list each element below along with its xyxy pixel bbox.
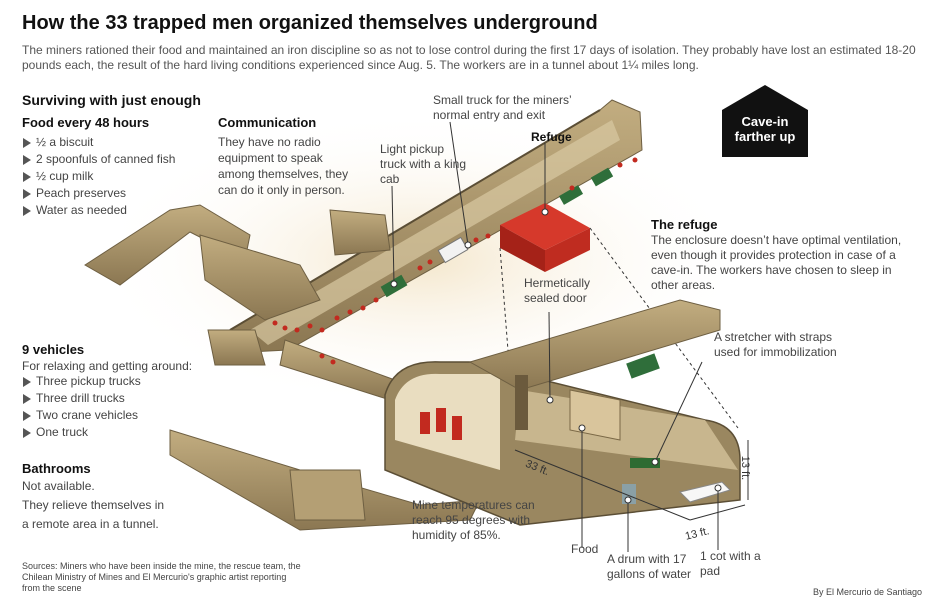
bathrooms-text: Not available. They relieve themselves i… xyxy=(22,477,164,534)
vehicles-list: Three pickup trucks Three drill trucks T… xyxy=(22,373,141,441)
refuge-info-text: The enclosure doesn’t have optimal venti… xyxy=(651,233,902,292)
label-sealed-door: Hermetically sealed door xyxy=(524,276,591,305)
label-food: Food xyxy=(571,542,599,556)
vehicles-subtitle: For relaxing and getting around: xyxy=(22,359,193,373)
stretcher-shape xyxy=(630,458,660,468)
callout-dots xyxy=(390,208,722,504)
dimension-height: 13 ft. xyxy=(739,455,752,481)
cave-in-badge xyxy=(722,85,808,157)
page-title: How the 33 trapped men organized themsel… xyxy=(22,12,598,34)
list-item: Two crane vehicles xyxy=(22,407,141,424)
communication-text: They have no radio equipment to speak am… xyxy=(218,135,349,197)
dimension-lines xyxy=(514,440,749,521)
bathrooms-line: Not available. xyxy=(22,479,95,493)
communication-heading: Communication xyxy=(218,115,317,130)
refuge-block xyxy=(500,203,590,272)
bathrooms-line: They relieve themselves in xyxy=(22,498,165,512)
list-item: Peach preserves xyxy=(22,185,175,202)
callout-lines xyxy=(391,121,719,552)
bathrooms-line: a remote area in a tunnel. xyxy=(22,517,159,531)
label-drum: A drum with 17 gallons of water xyxy=(607,552,692,581)
label-refuge: Refuge xyxy=(531,130,572,144)
cave-in-line: Cave-in xyxy=(741,114,789,129)
miners xyxy=(272,157,638,440)
refuge-cutaway xyxy=(384,299,741,526)
bathrooms-heading: Bathrooms xyxy=(22,461,91,476)
credit: By El Mercurio de Santiago xyxy=(812,587,922,597)
list-item: 2 spoonfuls of canned fish xyxy=(22,151,175,168)
label-temperatures: Mine temperatures can reach 95 degrees w… xyxy=(412,498,535,542)
label-small-truck: Small truck for the miners’ normal entry… xyxy=(433,93,572,122)
surviving-heading: Surviving with just enough xyxy=(22,92,201,108)
lower-tunnel xyxy=(169,429,481,531)
side-tunnels xyxy=(84,204,396,401)
label-light-pickup: Light pickup truck with a king cab xyxy=(380,142,467,186)
list-item: Three drill trucks xyxy=(22,390,141,407)
label-stretcher: A stretcher with straps used for immobil… xyxy=(714,330,837,359)
vehicles-heading: 9 vehicles xyxy=(22,342,85,357)
label-cot: 1 cot with a pad xyxy=(700,549,761,578)
list-item: ½ a biscuit xyxy=(22,134,175,151)
cave-in-line: farther up xyxy=(734,129,796,144)
list-item: Water as needed xyxy=(22,202,175,219)
food-heading: Food every 48 hours xyxy=(22,115,150,130)
cave-in-label: Cave-in farther up xyxy=(722,114,808,144)
intro-text: The miners rationed their food and maint… xyxy=(22,43,916,72)
main-tunnel xyxy=(229,99,643,353)
trucks xyxy=(380,167,660,379)
refuge-info-heading: The refuge xyxy=(651,217,718,232)
refuge-leader-lines xyxy=(499,227,739,441)
list-item: One truck xyxy=(22,424,141,441)
food-list: ½ a biscuit 2 spoonfuls of canned fish ½… xyxy=(22,134,175,219)
list-item: Three pickup trucks xyxy=(22,373,141,390)
sources-note: Sources: Miners who have been inside the… xyxy=(22,561,301,593)
list-item: ½ cup milk xyxy=(22,168,175,185)
